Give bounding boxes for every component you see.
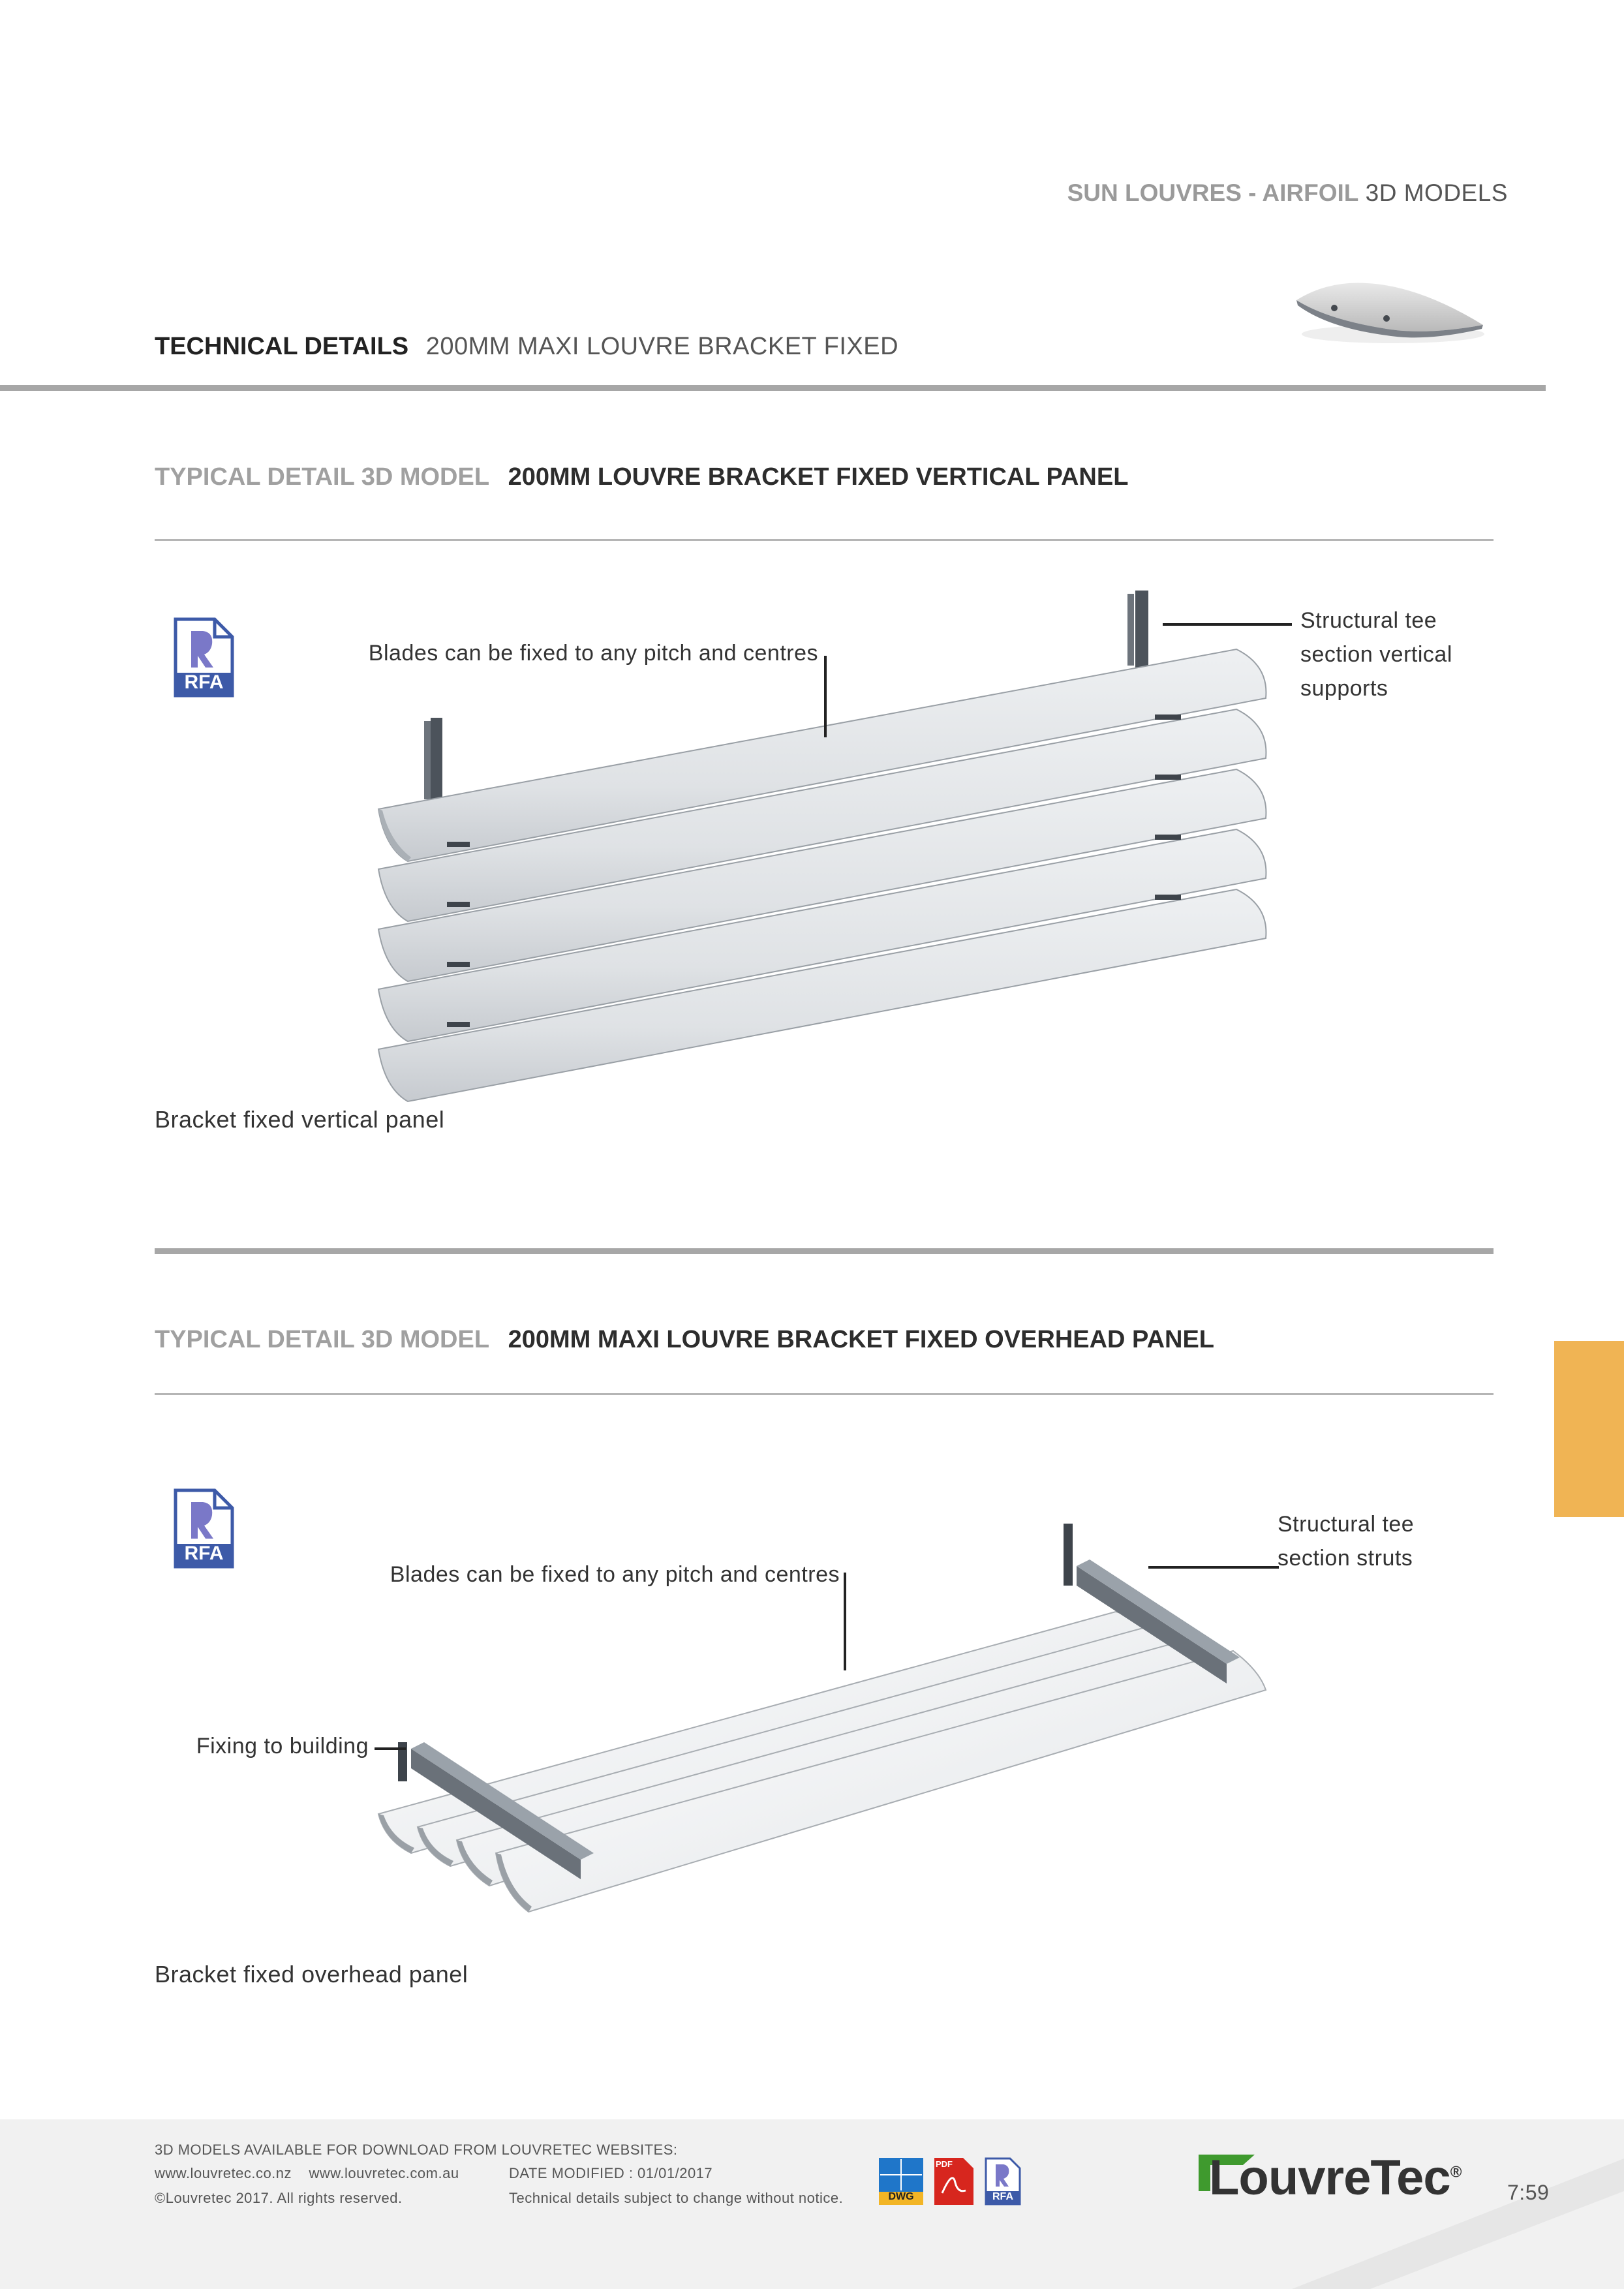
overhead-panel-drawing <box>375 1524 1279 1913</box>
section2-title: TYPICAL DETAIL 3D MODEL 200MM MAXI LOUVR… <box>155 1326 1215 1353</box>
pdf-file-icon[interactable]: PDF <box>933 2157 975 2209</box>
page-number: 7:59 <box>1507 2181 1550 2204</box>
dwg-file-icon[interactable]: DWG <box>878 2157 925 2209</box>
rfa-file-icon[interactable]: RFA <box>173 617 235 701</box>
section1-title: TYPICAL DETAIL 3D MODEL 200MM LOUVRE BRA… <box>155 463 1129 491</box>
footer-disclaimer: Technical details subject to change with… <box>509 2190 844 2206</box>
caption-vertical-panel: Bracket fixed vertical panel <box>155 1106 445 1133</box>
rfa-file-icon[interactable]: RFA <box>984 2157 1022 2209</box>
footer-date-modified: DATE MODIFIED : 01/01/2017 <box>509 2165 713 2181</box>
caption-overhead-panel: Bracket fixed overhead panel <box>155 1961 468 1988</box>
footer-copyright: ©Louvretec 2017. All rights reserved. <box>155 2190 403 2206</box>
series-title: SUN LOUVRES - AIRFOIL 3D MODELS <box>1067 179 1508 206</box>
section-divider <box>155 1248 1494 1254</box>
label-struts: Structural tee section struts <box>1278 1512 1415 1571</box>
airfoil-blade-icon <box>1296 283 1484 343</box>
header-divider <box>0 385 1546 391</box>
rfa-file-icon[interactable]: RFA <box>173 1488 235 1573</box>
chapter-tab <box>1554 1341 1624 1517</box>
vertical-panel-drawing <box>377 591 1292 1103</box>
section2-divider <box>155 1393 1494 1395</box>
label-vertical-supports: Structural tee section vertical supports <box>1300 608 1452 701</box>
technical-details-heading: TECHNICAL DETAILS 200MM MAXI LOUVRE BRAC… <box>155 333 899 360</box>
label-fixing-to-building: Fixing to building <box>196 1734 369 1759</box>
footer-websites[interactable]: www.louvretec.co.nz www.louvretec.com.au <box>155 2165 459 2181</box>
section1-divider <box>155 539 1494 541</box>
label-blades-pitch-overhead: Blades can be fixed to any pitch and cen… <box>390 1562 840 1587</box>
label-blades-pitch: Blades can be fixed to any pitch and cen… <box>368 641 818 666</box>
footer-download-note: 3D MODELS AVAILABLE FOR DOWNLOAD FROM LO… <box>155 2142 678 2158</box>
footer <box>0 2119 1624 2289</box>
